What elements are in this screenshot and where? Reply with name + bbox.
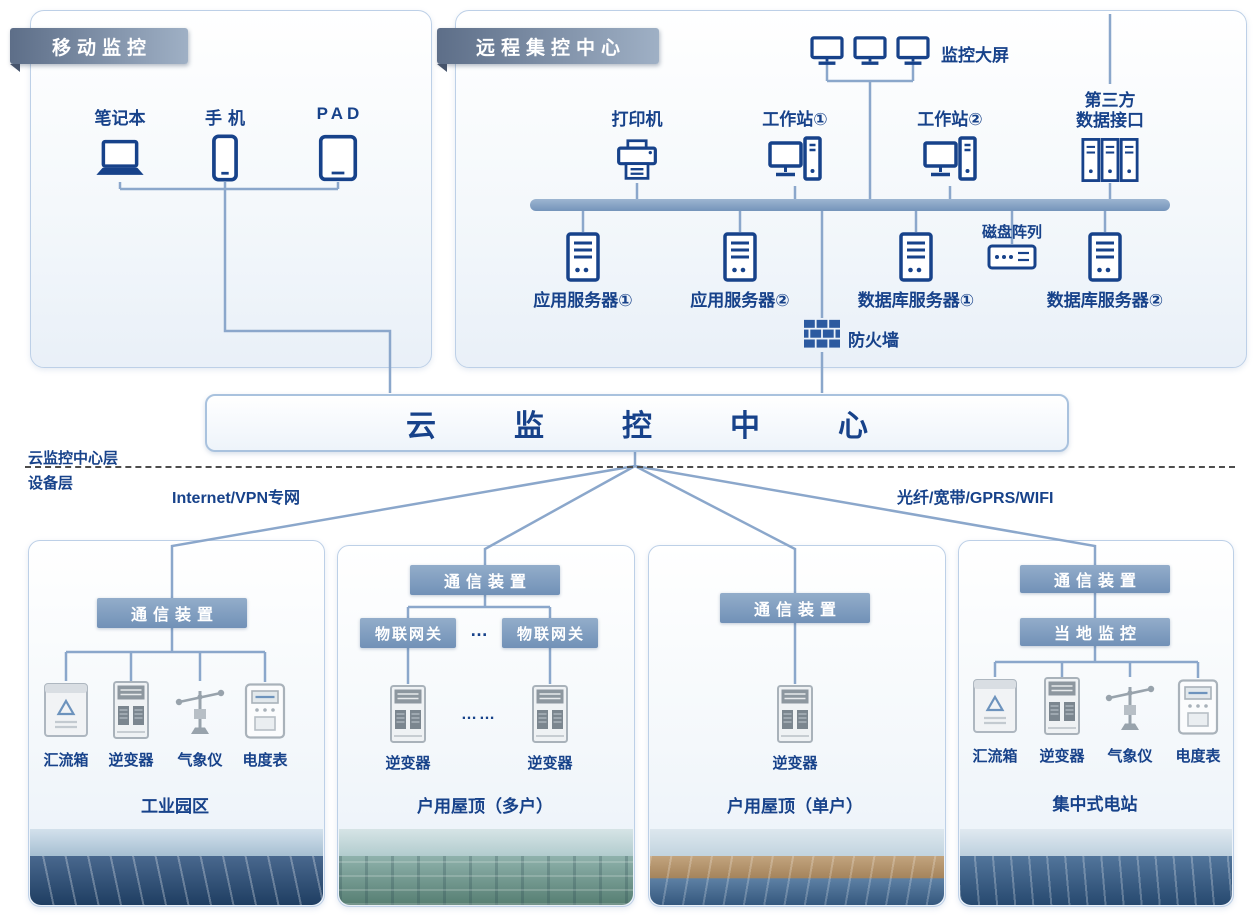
inverter-icon: [111, 680, 151, 740]
device-label: 气象仪: [177, 752, 223, 769]
combiner-box-icon: [971, 677, 1019, 735]
server-icon: [565, 232, 601, 282]
disk-array-icon: [987, 244, 1037, 270]
gateway-ellipsis: …: [470, 620, 488, 640]
photo-solar-field: [30, 856, 323, 905]
workstation-icon: [923, 136, 977, 186]
comm-device-badge: 通信装置: [410, 565, 560, 595]
site-title-centralized: 集中式电站: [1052, 795, 1138, 814]
mobile-connectors: [118, 182, 392, 393]
server-icon: [1087, 232, 1123, 282]
site-title-multi-household: 户用屋顶（多户）: [417, 797, 553, 816]
site1-connectors: [64, 628, 267, 682]
inverter-ellipsis: ……: [461, 706, 497, 723]
device-label: 逆变器: [527, 755, 573, 772]
db-server1-label: 数据库服务器①: [857, 291, 975, 310]
iot-gateway-badge: 物联网关: [502, 618, 598, 648]
printer-icon: [615, 137, 659, 183]
device-label: 逆变器: [772, 755, 818, 772]
single-household-photo: [650, 829, 944, 905]
cloud-center-title: 云监控中心: [406, 410, 946, 443]
device-label: 逆变器: [108, 752, 154, 769]
firewall-icon: [804, 318, 840, 352]
device-label: 气象仪: [1107, 748, 1153, 765]
app-server2-label: 应用服务器②: [690, 291, 790, 310]
laptop-label: 笔记本: [94, 109, 146, 128]
fiber-broadband-label: 光纤/宽带/GPRS/WIFI: [897, 490, 1054, 507]
bus-to-server-connectors: [581, 211, 1107, 244]
inverter-icon: [775, 684, 815, 744]
monitor-icon: [810, 36, 844, 66]
power-meter-icon: [1176, 678, 1220, 736]
local-monitoring-badge: 当地监控: [1020, 618, 1170, 646]
photo-sky: [339, 829, 633, 857]
inverter-icon: [388, 684, 428, 744]
comm-device-badge: 通信装置: [720, 593, 870, 623]
tablet-icon: [318, 134, 358, 182]
weather-station-icon: [1102, 677, 1158, 735]
upper-layer-label: 云监控中心层: [28, 450, 119, 467]
network-bus: [530, 199, 1170, 211]
site2-connectors: [406, 595, 552, 684]
app-server1-label: 应用服务器①: [533, 291, 633, 310]
photo-rooftop: [650, 856, 944, 905]
industrial-park-photo: [30, 829, 323, 905]
printer-label: 打印机: [611, 110, 663, 129]
power-meter-icon: [243, 682, 287, 740]
laptop-icon: [92, 138, 148, 182]
mobile-monitoring-tag: 移动监控: [10, 28, 188, 72]
centralized-station-photo: [960, 829, 1232, 905]
photo-sky: [30, 829, 323, 857]
phone-icon: [211, 134, 239, 182]
server-icon: [898, 232, 934, 282]
site-title-industrial: 工业园区: [141, 797, 209, 816]
control-room-connectors: [635, 14, 1112, 199]
monitor-icon: [896, 36, 930, 66]
photo-sky: [960, 829, 1232, 857]
device-label: 汇流箱: [972, 748, 1018, 765]
workstation1-label: 工作站①: [762, 110, 828, 129]
cloud-fanout-connectors: [170, 448, 1097, 598]
monitor-icon: [853, 36, 887, 66]
layer-divider: [25, 466, 1235, 468]
pad-label: PAD: [316, 104, 364, 123]
workstation-icon: [768, 136, 822, 186]
internet-vpn-label: Internet/VPN专网: [172, 490, 301, 507]
photo-town: [339, 856, 633, 905]
device-label: 汇流箱: [43, 752, 89, 769]
remote-center-tag: 远程集控中心: [437, 28, 659, 72]
remote-control-center-panel: [455, 10, 1247, 368]
server-icon: [722, 232, 758, 282]
inverter-icon: [530, 684, 570, 744]
phone-label: 手机: [205, 109, 251, 128]
comm-device-badge: 通信装置: [1020, 565, 1170, 593]
firewall-label: 防火墙: [848, 331, 899, 350]
device-label: 电度表: [242, 752, 288, 769]
inverter-icon: [1042, 676, 1082, 736]
third-party-label-line1: 第三方: [1084, 91, 1136, 110]
mobile-tag-label: 移动监控: [51, 37, 152, 59]
third-party-label-line2: 数据接口: [1076, 111, 1144, 130]
workstation2-label: 工作站②: [917, 110, 983, 129]
lower-layer-label: 设备层: [28, 475, 74, 492]
device-label: 逆变器: [385, 755, 431, 772]
db-server2-label: 数据库服务器②: [1046, 291, 1164, 310]
site4-connectors: [993, 593, 1200, 678]
remote-tag-label: 远程集控中心: [475, 37, 626, 59]
cloud-monitoring-center-bar: 云监控中心: [205, 394, 1069, 452]
weather-station-icon: [172, 681, 228, 739]
device-label: 电度表: [1175, 748, 1221, 765]
device-label: 逆变器: [1039, 748, 1085, 765]
photo-solar-field: [960, 856, 1232, 905]
combiner-box-icon: [42, 681, 90, 739]
photo-sky: [650, 829, 944, 857]
iot-gateway-badge: 物联网关: [360, 618, 456, 648]
comm-device-badge: 通信装置: [97, 598, 247, 628]
disk-array-label: 磁盘阵列: [981, 224, 1043, 241]
multi-household-photo: [339, 829, 633, 905]
site-title-single-household: 户用屋顶（单户）: [727, 797, 863, 816]
third-party-interface-icon: [1081, 137, 1139, 183]
big-screen-label: 监控大屏: [941, 46, 1009, 65]
